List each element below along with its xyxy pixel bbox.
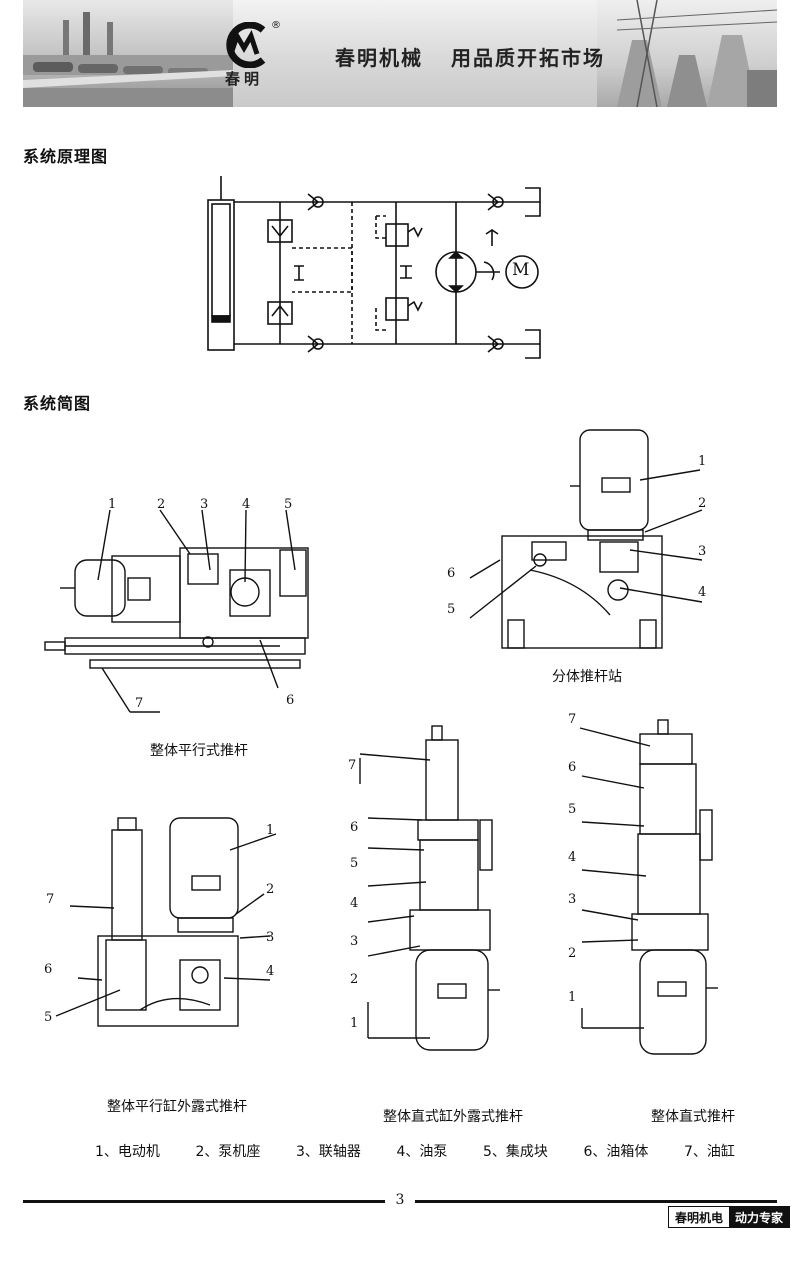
- label-3: 3: [266, 930, 275, 945]
- page-number: 3: [395, 1192, 405, 1208]
- label-1: 1: [266, 823, 275, 838]
- label-5: 5: [350, 856, 359, 871]
- label-1: 1: [108, 497, 117, 512]
- vertical-integral-drawing: [579, 719, 718, 1055]
- footer-brand-right: 动力专家: [729, 1207, 790, 1227]
- vertical-integral-caption: 整体直式推杆: [651, 1109, 735, 1125]
- motor-symbol: M: [512, 260, 530, 280]
- label-5: 5: [44, 1010, 53, 1025]
- label-5: 5: [284, 497, 293, 512]
- label-7: 7: [46, 892, 55, 907]
- label-6: 6: [447, 566, 456, 581]
- horizontal-integral-drawing: [44, 509, 309, 713]
- horizontal-integral-caption: 整体平行式推杆: [150, 743, 248, 759]
- footer-rule-left: [23, 1200, 385, 1203]
- label-2: 2: [157, 497, 166, 512]
- header-slogan: 春明机械 用品质开拓市场: [335, 42, 605, 71]
- label-2: 2: [568, 946, 577, 961]
- brand-name: 春明机械: [335, 46, 423, 70]
- label-3: 3: [698, 544, 707, 559]
- label-6: 6: [44, 962, 53, 977]
- label-7: 7: [348, 758, 357, 773]
- industrial-scene-image: [23, 0, 233, 107]
- principle-diagram-title: 系统原理图: [23, 147, 109, 166]
- legend-item: 6、油箱体: [583, 1144, 649, 1160]
- label-7: 7: [568, 712, 577, 727]
- label-1: 1: [568, 990, 577, 1005]
- label-5: 5: [447, 602, 456, 617]
- label-6: 6: [350, 820, 359, 835]
- legend-item: 3、联轴器: [296, 1144, 361, 1160]
- parallel-exposed-drawing: [55, 817, 277, 1027]
- hydraulic-schematic: [207, 176, 541, 359]
- label-3: 3: [568, 892, 577, 907]
- legend-item: 4、油泵: [396, 1144, 448, 1160]
- parallel-exposed-caption: 整体平行缸外露式推杆: [107, 1099, 247, 1115]
- footer-rule-right: [415, 1200, 777, 1203]
- power-plant-image: [597, 0, 777, 107]
- footer-brand-left: 春明机电: [669, 1207, 730, 1227]
- label-2: 2: [350, 972, 359, 987]
- vertical-exposed-caption: 整体直式缸外露式推杆: [383, 1109, 523, 1125]
- label-4: 4: [242, 497, 251, 512]
- company-logo: ® 春明: [211, 20, 281, 92]
- overview-diagram-title: 系统简图: [23, 394, 92, 413]
- label-4: 4: [698, 585, 707, 600]
- slogan-text: 用品质开拓市场: [451, 46, 605, 70]
- label-2: 2: [266, 882, 275, 897]
- label-1: 1: [698, 454, 707, 469]
- registered-mark: ®: [271, 20, 281, 31]
- label-4: 4: [350, 896, 359, 911]
- parts-legend: 1、电动机 2、泵机座 3、联轴器 4、油泵 5、集成块 6、油箱体 7、油缸: [95, 1141, 735, 1161]
- label-2: 2: [698, 496, 707, 511]
- label-7: 7: [135, 696, 144, 711]
- legend-item: 2、泵机座: [195, 1144, 261, 1160]
- legend-item: 1、电动机: [95, 1144, 160, 1160]
- label-1: 1: [350, 1016, 359, 1031]
- footer-brand: 春明机电 动力专家: [668, 1206, 791, 1228]
- label-4: 4: [568, 850, 577, 865]
- label-6: 6: [286, 693, 295, 708]
- label-3: 3: [200, 497, 209, 512]
- cm-logo-icon: [226, 22, 266, 68]
- split-station-drawing: [469, 429, 703, 649]
- vertical-exposed-drawing: [359, 725, 500, 1051]
- header-banner: ® 春明 春明机械 用品质开拓市场: [23, 0, 777, 107]
- split-station-caption: 分体推杆站: [552, 669, 622, 685]
- label-3: 3: [350, 934, 359, 949]
- label-5: 5: [568, 802, 577, 817]
- logo-text: 春明: [224, 70, 263, 88]
- legend-item: 7、油缸: [684, 1144, 735, 1160]
- label-4: 4: [266, 964, 275, 979]
- label-6: 6: [568, 760, 577, 775]
- legend-item: 5、集成块: [483, 1144, 548, 1160]
